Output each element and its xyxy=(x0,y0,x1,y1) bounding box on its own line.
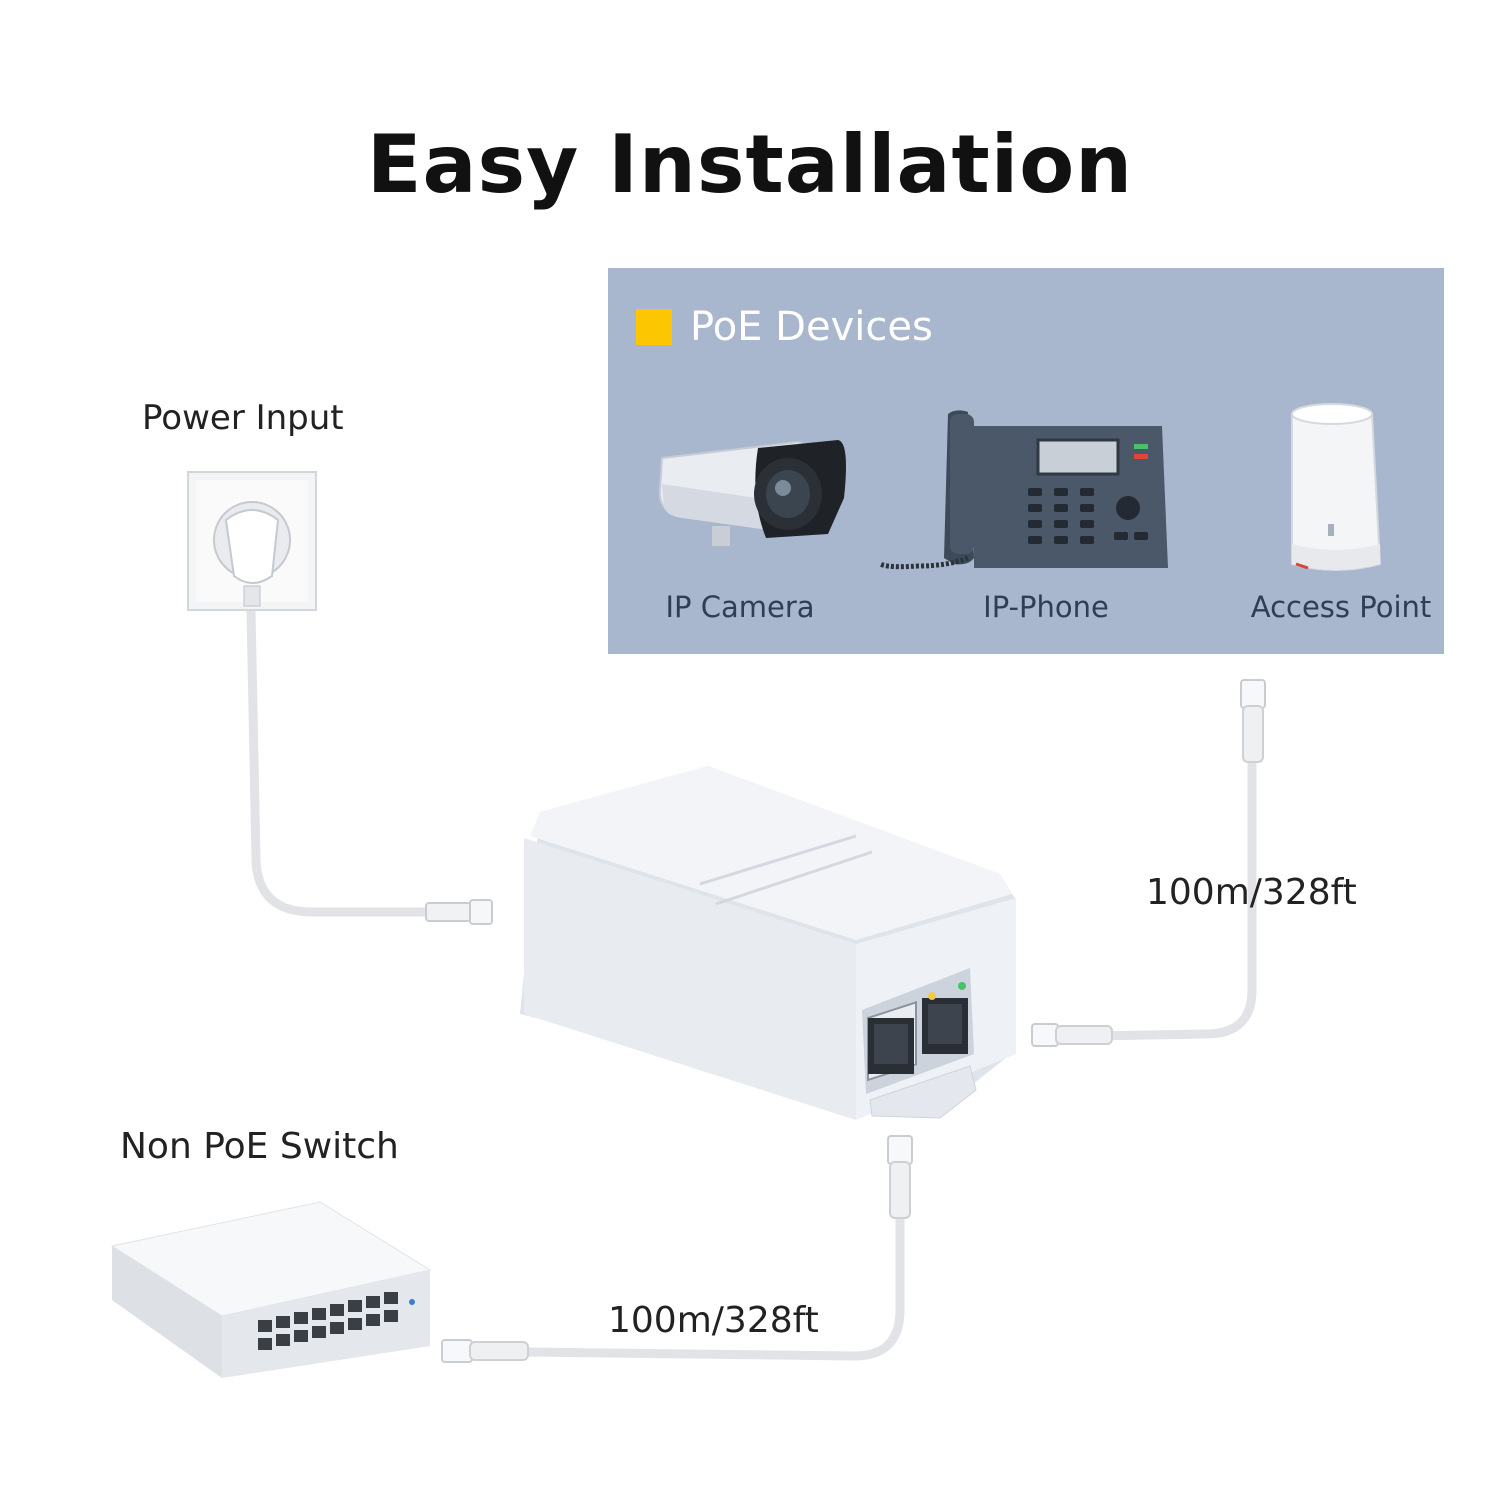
poe-devices-panel: PoE Devices xyxy=(608,268,1444,654)
panel-marker xyxy=(636,309,672,345)
power-input-label: Power Input xyxy=(142,398,344,438)
device-label-ip-phone: IP-Phone xyxy=(983,590,1109,624)
ip-camera-icon xyxy=(658,440,846,546)
rj45-connector-top-icon xyxy=(1240,679,1266,763)
wall-outlet-icon xyxy=(187,471,317,611)
cable-length-devices-label: 100m/328ft xyxy=(1146,872,1357,913)
panel-heading: PoE Devices xyxy=(690,304,933,350)
access-point-icon xyxy=(1291,403,1382,571)
ethernet-port-icon xyxy=(922,998,968,1054)
power-connector-icon xyxy=(425,899,493,925)
poe-injector-icon xyxy=(520,766,1016,1120)
rj45-connector-left-icon xyxy=(441,1339,529,1363)
page-title: Easy Installation xyxy=(366,118,1134,211)
power-cable xyxy=(246,605,445,917)
device-label-access-point: Access Point xyxy=(1250,590,1432,624)
panel-header: PoE Devices xyxy=(636,304,933,350)
device-label-ip-camera: IP Camera xyxy=(665,590,815,624)
non-poe-switch-label: Non PoE Switch xyxy=(120,1126,399,1167)
rj45-connector-bottom-icon xyxy=(887,1135,913,1219)
rj45-connector-right-icon xyxy=(1031,1023,1113,1047)
cable-to-devices xyxy=(1085,755,1257,1041)
ip-phone-icon xyxy=(878,410,1168,570)
network-switch-icon xyxy=(110,1201,432,1378)
ethernet-port-icon xyxy=(868,1018,914,1074)
cable-to-switch xyxy=(523,1211,905,1361)
cable-length-switch-label: 100m/328ft xyxy=(608,1300,819,1341)
